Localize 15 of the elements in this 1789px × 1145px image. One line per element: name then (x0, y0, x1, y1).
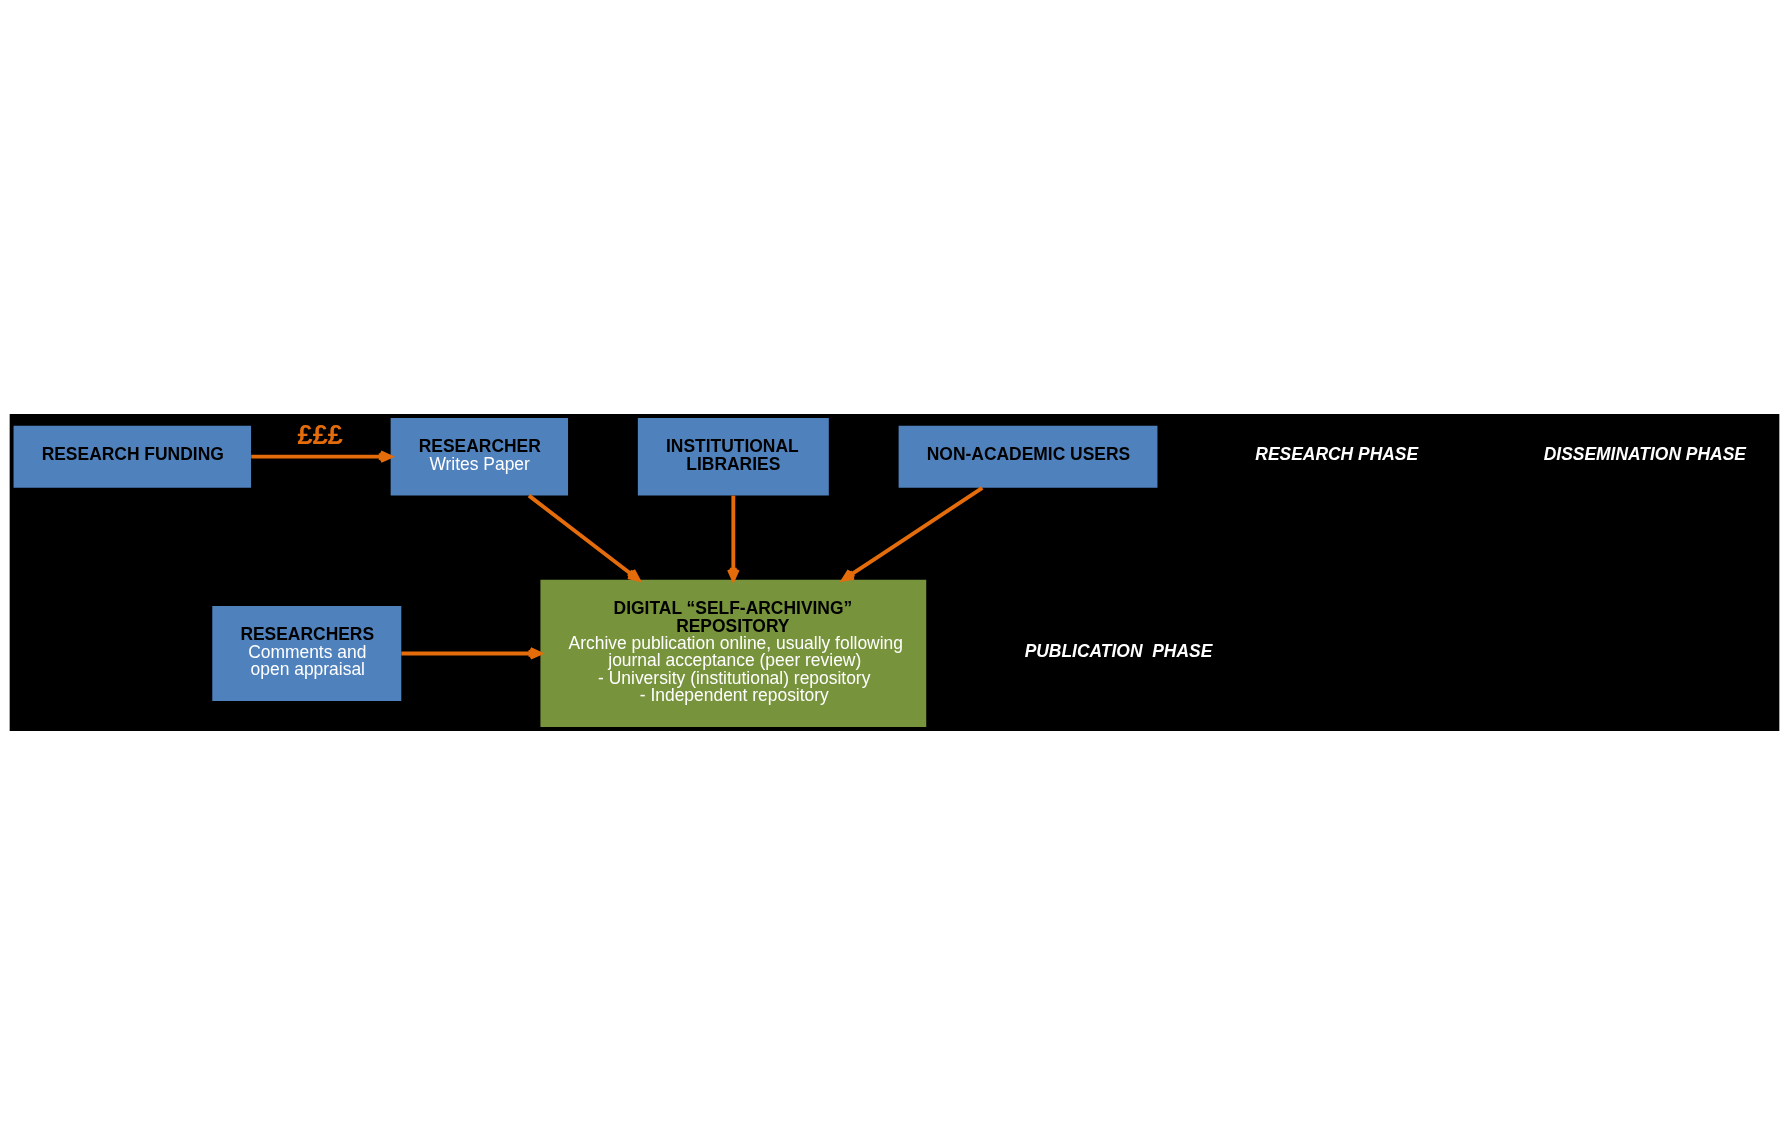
node-box: DIGITAL “SELF-ARCHIVING” REPOSITORY Archive publication online, usually following journal acceptance (peer review) - University (institutional) repository - Independent repository (540, 579, 927, 728)
node-box: RESEARCH FUNDING (13, 425, 252, 488)
arrow (841, 486, 984, 582)
label: PUBLICATION PHASE (1024, 640, 1213, 661)
label: RESEARCH PHASE (1255, 443, 1419, 464)
arrow (251, 450, 393, 463)
node-box: RESEARCHERS Comments and open appraisal (212, 605, 402, 701)
node-box: NON-ACADEMIC USERS (898, 425, 1158, 488)
arrow (727, 495, 740, 582)
arrow (401, 647, 543, 660)
edge-label: £££ (297, 419, 343, 451)
node-box: INSTITUTIONAL LIBRARIES (637, 417, 829, 496)
arrow (527, 494, 641, 582)
node-box: RESEARCHER Writes Paper (390, 417, 569, 496)
label: DISSEMINATION PHASE (1543, 443, 1746, 464)
